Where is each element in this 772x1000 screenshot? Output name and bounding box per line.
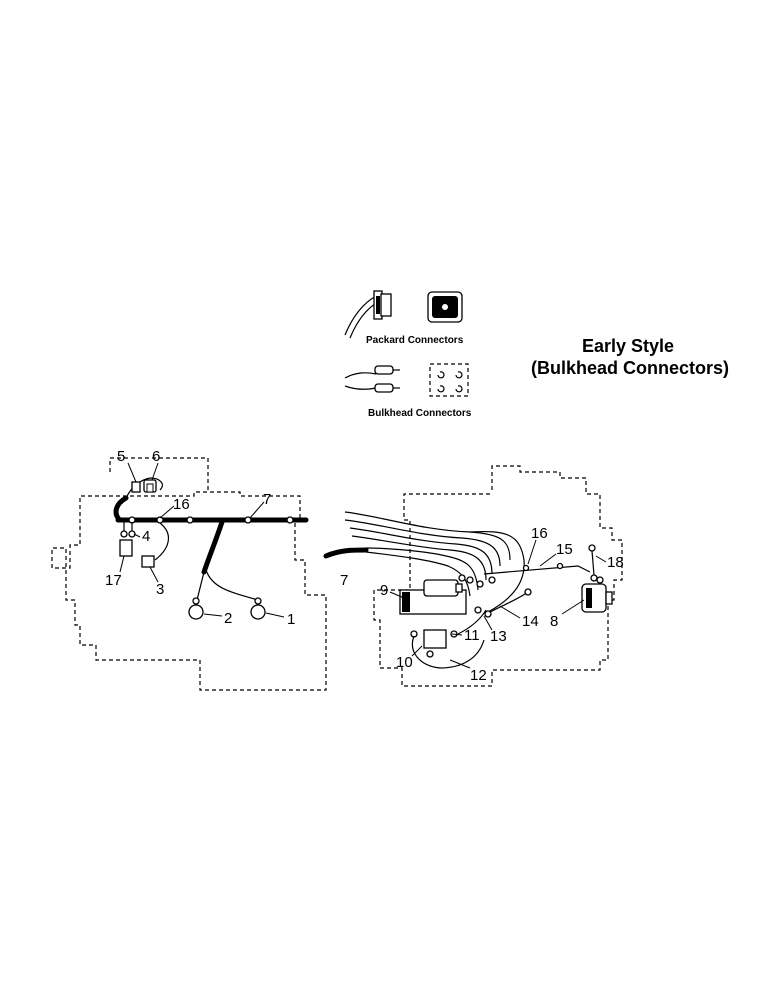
relay-10 [410, 629, 458, 658]
component-3 [141, 555, 155, 568]
bulkhead-connector-face-icon [429, 363, 469, 397]
packard-connector-side-icon [344, 290, 392, 339]
bulkhead-connector-side-icon [344, 365, 400, 393]
callout-5: 5 [117, 448, 125, 465]
left-engine-outline [51, 457, 327, 691]
callout-3: 3 [156, 581, 164, 598]
right-engine-outline [373, 465, 623, 687]
component-17 [119, 539, 133, 557]
callout-8: 8 [550, 613, 558, 630]
callout-11: 11 [464, 627, 480, 644]
starter-motor [399, 579, 467, 615]
right-engine-view [323, 465, 623, 687]
packard-connector-face-icon [427, 291, 463, 323]
callout-9: 9 [380, 582, 388, 599]
title-line-1: Early Style [582, 336, 674, 356]
callout-18: 18 [607, 554, 624, 571]
callout-13: 13 [490, 628, 507, 645]
sender-1 [250, 597, 266, 620]
bulkhead-connectors-caption: Bulkhead Connectors [368, 408, 472, 419]
callout-12: 12 [470, 667, 487, 684]
title-line-2: (Bulkhead Connectors) [531, 358, 729, 378]
alternator [581, 544, 613, 613]
component-6 [143, 479, 157, 493]
terminal-cluster [458, 574, 496, 618]
sender-2 [188, 597, 204, 620]
callout-15: 15 [556, 541, 573, 558]
callout-7-left: 7 [263, 491, 271, 508]
callout-6: 6 [152, 448, 160, 465]
callout-14: 14 [522, 613, 539, 630]
packard-connectors-caption: Packard Connectors [366, 335, 464, 346]
left-engine-view [51, 457, 327, 691]
callout-17: 17 [105, 572, 122, 589]
callout-2: 2 [224, 610, 232, 627]
callout-4: 4 [142, 528, 150, 545]
callout-10: 10 [396, 654, 413, 671]
callout-16-right: 16 [531, 525, 548, 542]
callout-7-right: 7 [340, 572, 348, 589]
callout-1: 1 [287, 611, 295, 628]
component-5 [131, 481, 141, 493]
callout-16-left: 16 [173, 496, 190, 513]
